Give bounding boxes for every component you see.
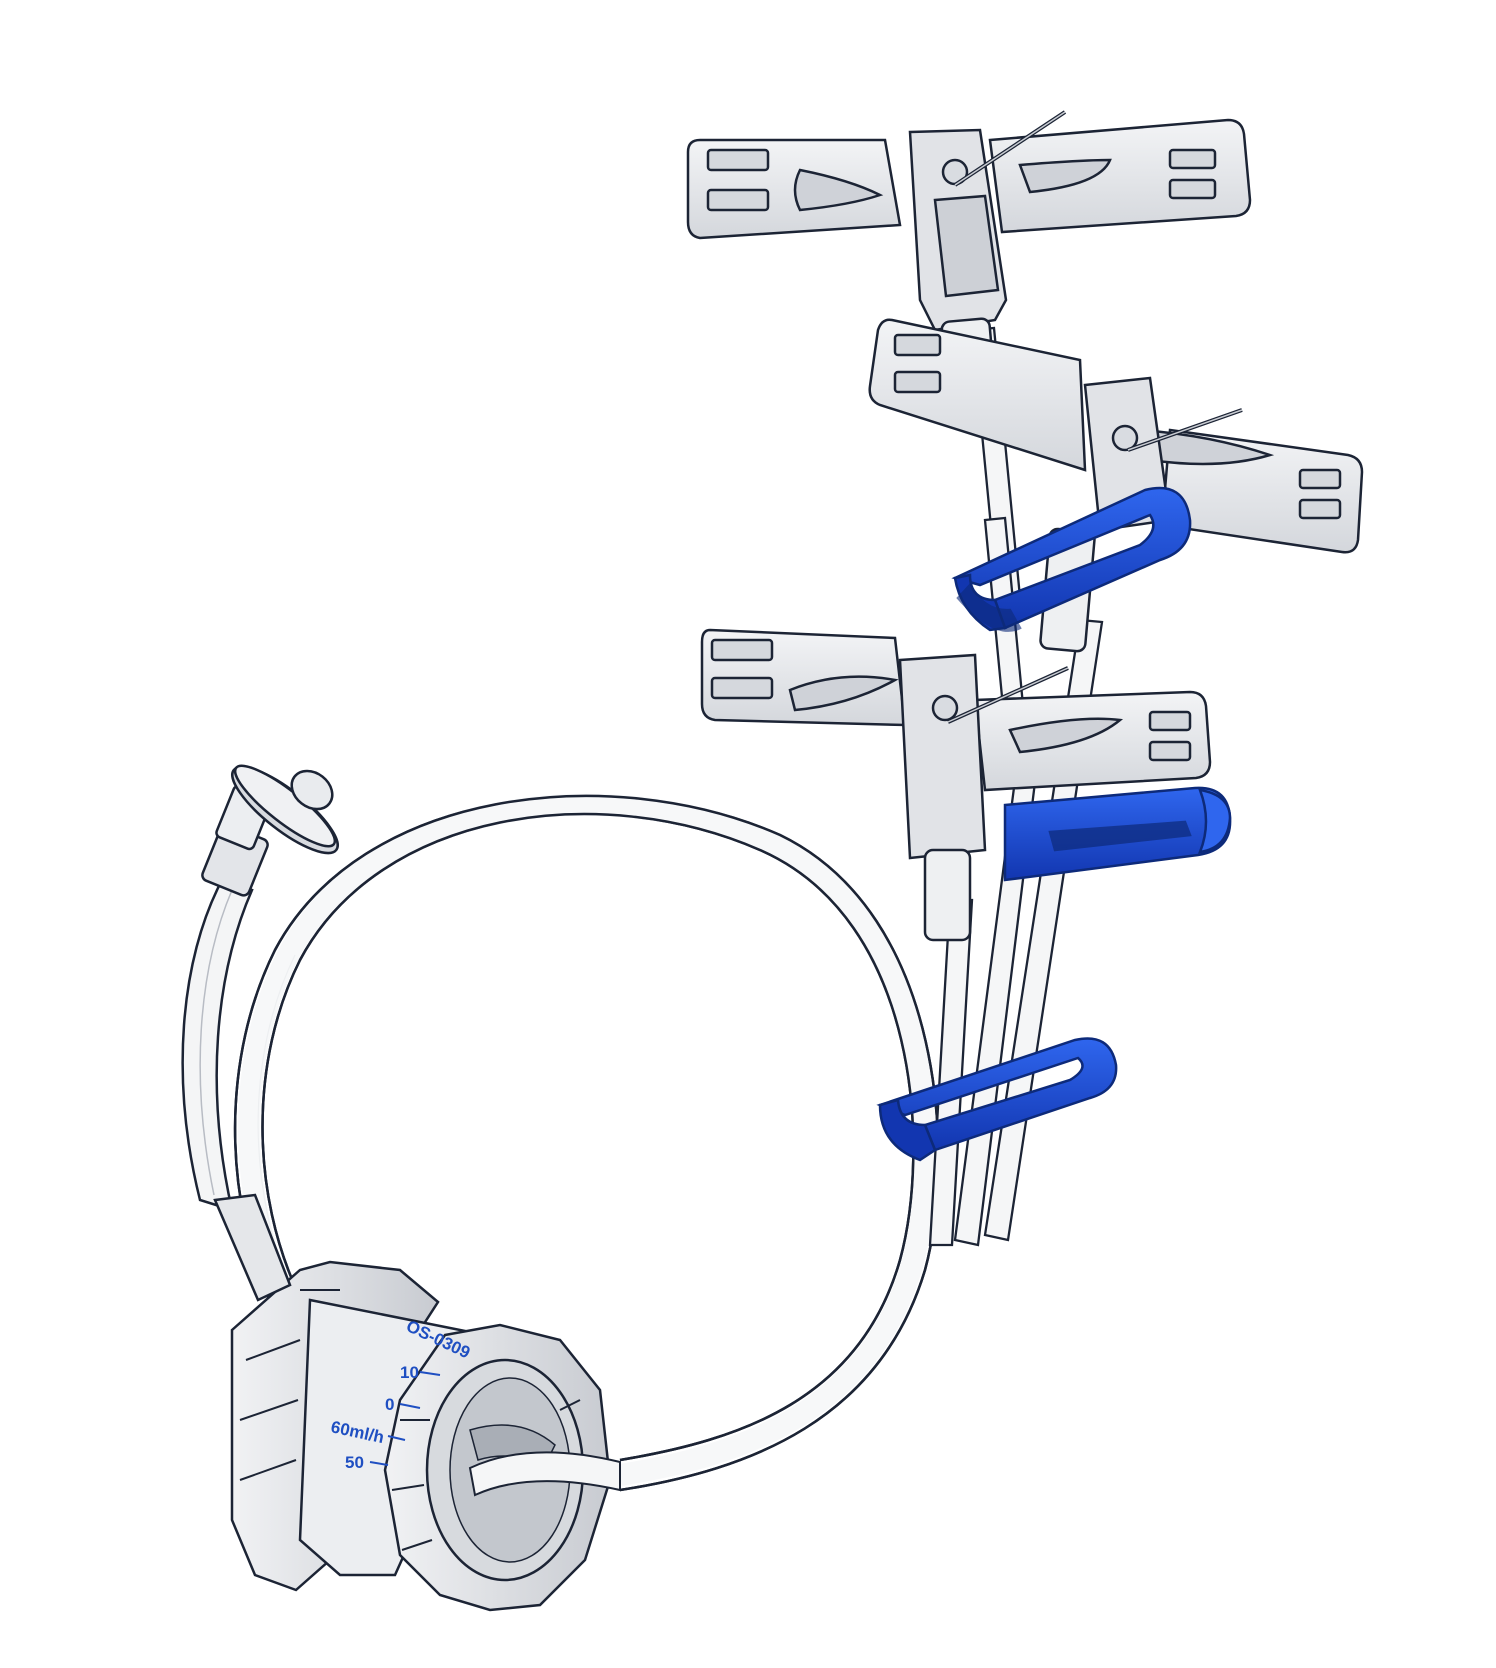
scale-mark-10: 10	[400, 1363, 419, 1382]
needle-top	[953, 110, 1067, 187]
clamp-upper	[951, 486, 1192, 632]
needle-lower	[947, 666, 1069, 724]
scale-mark-50: 50	[345, 1453, 364, 1472]
clamp-middle	[1003, 786, 1232, 882]
connector-lower	[700, 628, 1212, 942]
vent-connector	[201, 764, 339, 897]
scale-mark-0: 0	[385, 1395, 394, 1414]
connector-middle	[868, 318, 1364, 653]
regulator-inlet	[213, 1193, 292, 1302]
clamp-lower	[876, 1037, 1118, 1162]
flow-regulator: OS-0309 10 0 60ml/h 50	[230, 1260, 621, 1612]
needle-middle	[1127, 408, 1243, 452]
